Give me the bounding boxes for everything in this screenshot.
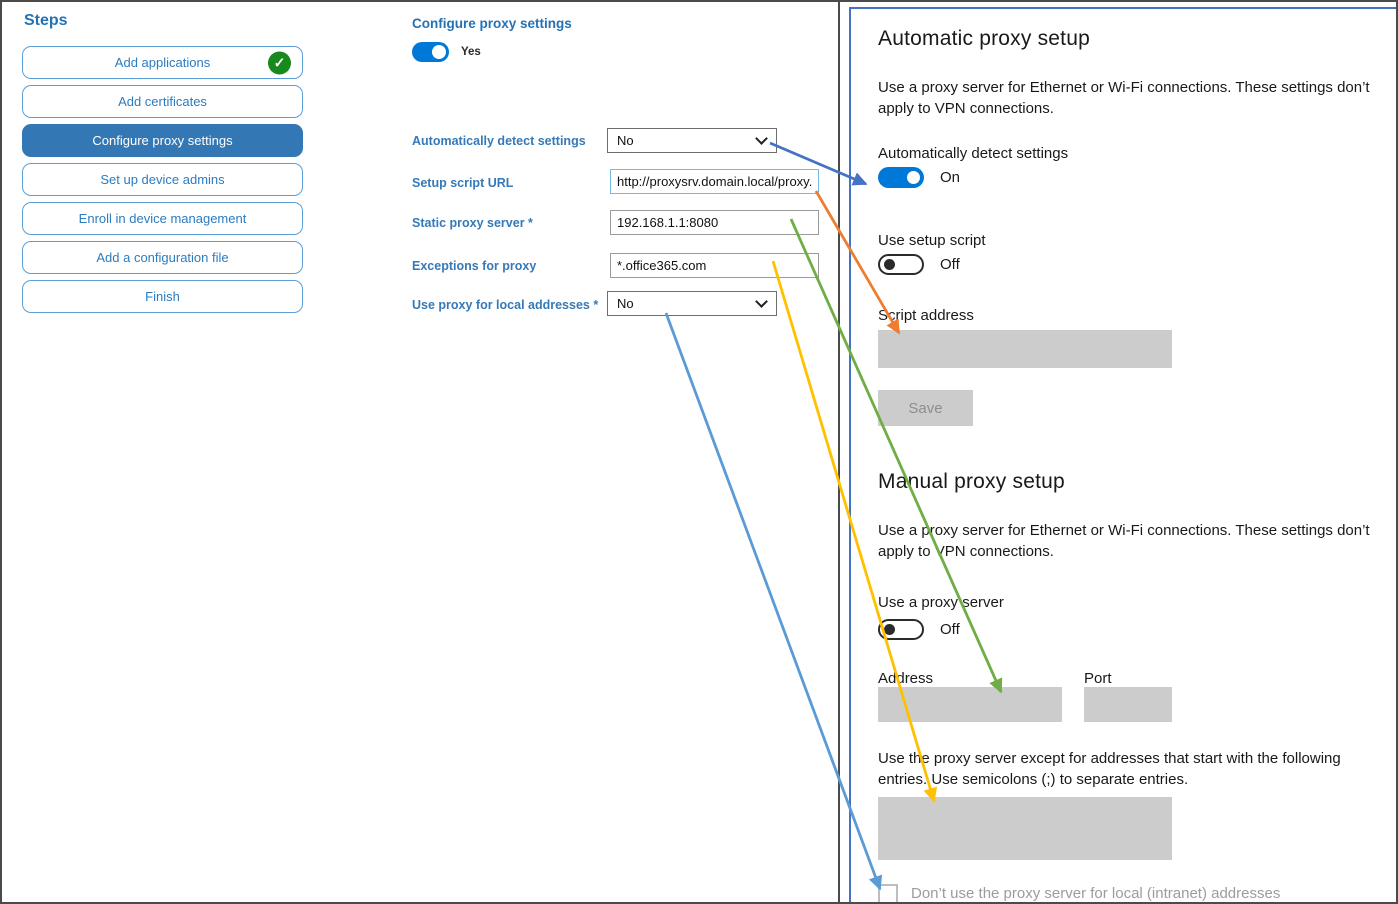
chevron-down-icon: [755, 295, 768, 308]
step-label: Enroll in device management: [78, 211, 247, 226]
arrow-local-addresses: [664, 312, 883, 891]
use-proxy-server-label: Use a proxy server: [878, 594, 1004, 611]
proxy-exceptions-textarea[interactable]: [878, 797, 1172, 860]
windows-proxy-settings-panel: Automatic proxy setup Use a proxy server…: [849, 7, 1396, 902]
automatic-proxy-setup-heading: Automatic proxy setup: [878, 27, 1090, 50]
chevron-down-icon: [755, 132, 768, 145]
use-setup-script-toggle-row: Off: [878, 254, 960, 275]
static-proxy-server-input[interactable]: [610, 210, 819, 235]
detect-settings-label: Automatically detect settings: [878, 145, 1069, 162]
label-automatically-detect-settings: Automatically detect settings: [412, 134, 586, 148]
local-intranet-checkbox-label: Don’t use the proxy server for local (in…: [911, 885, 1281, 902]
check-circle-icon: ✓: [268, 51, 291, 74]
step-enroll-in-device-management[interactable]: Enroll in device management: [22, 202, 303, 235]
step-label: Add certificates: [118, 94, 207, 109]
step-configure-proxy-settings[interactable]: Configure proxy settings: [22, 124, 303, 157]
port-input[interactable]: [1084, 687, 1172, 722]
automatic-proxy-description: Use a proxy server for Ethernet or Wi-Fi…: [878, 79, 1370, 117]
detect-settings-toggle[interactable]: [878, 167, 924, 188]
toggle-knob: [432, 45, 446, 59]
configure-proxy-toggle[interactable]: [412, 42, 449, 62]
toggle-state-label: Off: [940, 256, 960, 273]
automatically-detect-settings-select[interactable]: No: [607, 128, 777, 153]
address-input[interactable]: [878, 687, 1062, 722]
step-label: Add a configuration file: [96, 250, 229, 265]
local-intranet-checkbox[interactable]: [878, 884, 898, 902]
steps-sidebar: Steps Add applications ✓ Add certificate…: [22, 10, 303, 319]
toggle-state-label: Off: [940, 621, 960, 638]
exceptions-for-proxy-input[interactable]: [610, 253, 819, 278]
step-add-configuration-file[interactable]: Add a configuration file: [22, 241, 303, 274]
toggle-state-label: On: [940, 169, 961, 186]
label-exceptions-for-proxy: Exceptions for proxy: [412, 259, 537, 273]
local-intranet-checkbox-row: Don’t use the proxy server for local (in…: [878, 884, 1378, 902]
vertical-divider: [838, 2, 840, 902]
use-setup-script-label: Use setup script: [878, 232, 986, 249]
label-use-proxy-for-local-addresses: Use proxy for local addresses *: [412, 298, 599, 312]
use-proxy-server-toggle-row: Off: [878, 619, 960, 640]
step-set-up-device-admins[interactable]: Set up device admins: [22, 163, 303, 196]
toggle-state-label: Yes: [461, 46, 481, 58]
use-setup-script-toggle[interactable]: [878, 254, 924, 275]
form-title: Configure proxy settings: [412, 16, 572, 31]
toggle-knob: [884, 259, 895, 270]
step-label: Set up device admins: [100, 172, 225, 187]
select-value: No: [617, 133, 634, 148]
step-add-applications[interactable]: Add applications ✓: [22, 46, 303, 79]
use-proxy-server-toggle[interactable]: [878, 619, 924, 640]
step-label: Add applications: [114, 55, 211, 70]
select-value: No: [617, 296, 634, 311]
proxy-exceptions-description: Use the proxy server except for addresse…: [878, 750, 1341, 788]
detect-settings-toggle-row: On: [878, 167, 960, 188]
step-label: Configure proxy settings: [92, 133, 233, 148]
label-setup-script-url: Setup script URL: [412, 176, 514, 190]
script-address-label: Script address: [878, 307, 974, 324]
configure-proxy-toggle-row: Yes: [412, 42, 481, 62]
step-finish[interactable]: Finish: [22, 280, 303, 313]
toggle-knob: [884, 624, 895, 635]
step-add-certificates[interactable]: Add certificates: [22, 85, 303, 118]
manual-proxy-setup-heading: Manual proxy setup: [878, 470, 1065, 493]
step-label: Finish: [145, 289, 180, 304]
port-label: Port: [1084, 670, 1112, 687]
script-address-input[interactable]: [878, 330, 1172, 368]
use-proxy-local-addresses-select[interactable]: No: [607, 291, 777, 316]
save-button[interactable]: Save: [878, 390, 973, 426]
sidebar-title: Steps: [24, 12, 68, 29]
manual-proxy-description: Use a proxy server for Ethernet or Wi-Fi…: [878, 522, 1370, 560]
label-static-proxy-server: Static proxy server *: [412, 216, 533, 230]
address-label: Address: [878, 670, 934, 687]
setup-script-url-input[interactable]: [610, 169, 819, 194]
toggle-knob: [907, 171, 920, 184]
